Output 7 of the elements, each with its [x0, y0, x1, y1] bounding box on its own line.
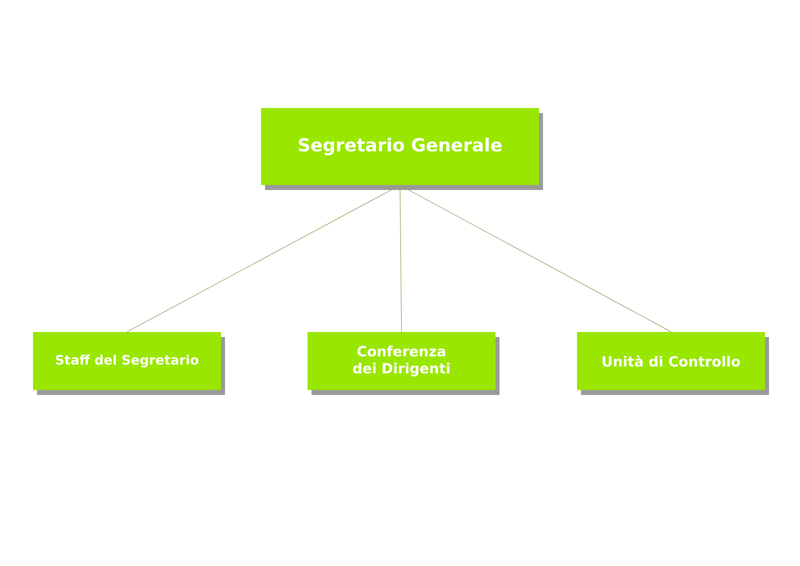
connector-line: [126, 184, 400, 332]
process-box: Staff del Segretario: [33, 332, 225, 395]
connector-line: [400, 184, 672, 332]
process-box: Conferenza dei Dirigenti: [308, 332, 500, 395]
process-box: Unità di Controllo: [577, 332, 769, 395]
process-box: Segretario Generale: [261, 108, 543, 190]
connector-line: [400, 184, 402, 332]
